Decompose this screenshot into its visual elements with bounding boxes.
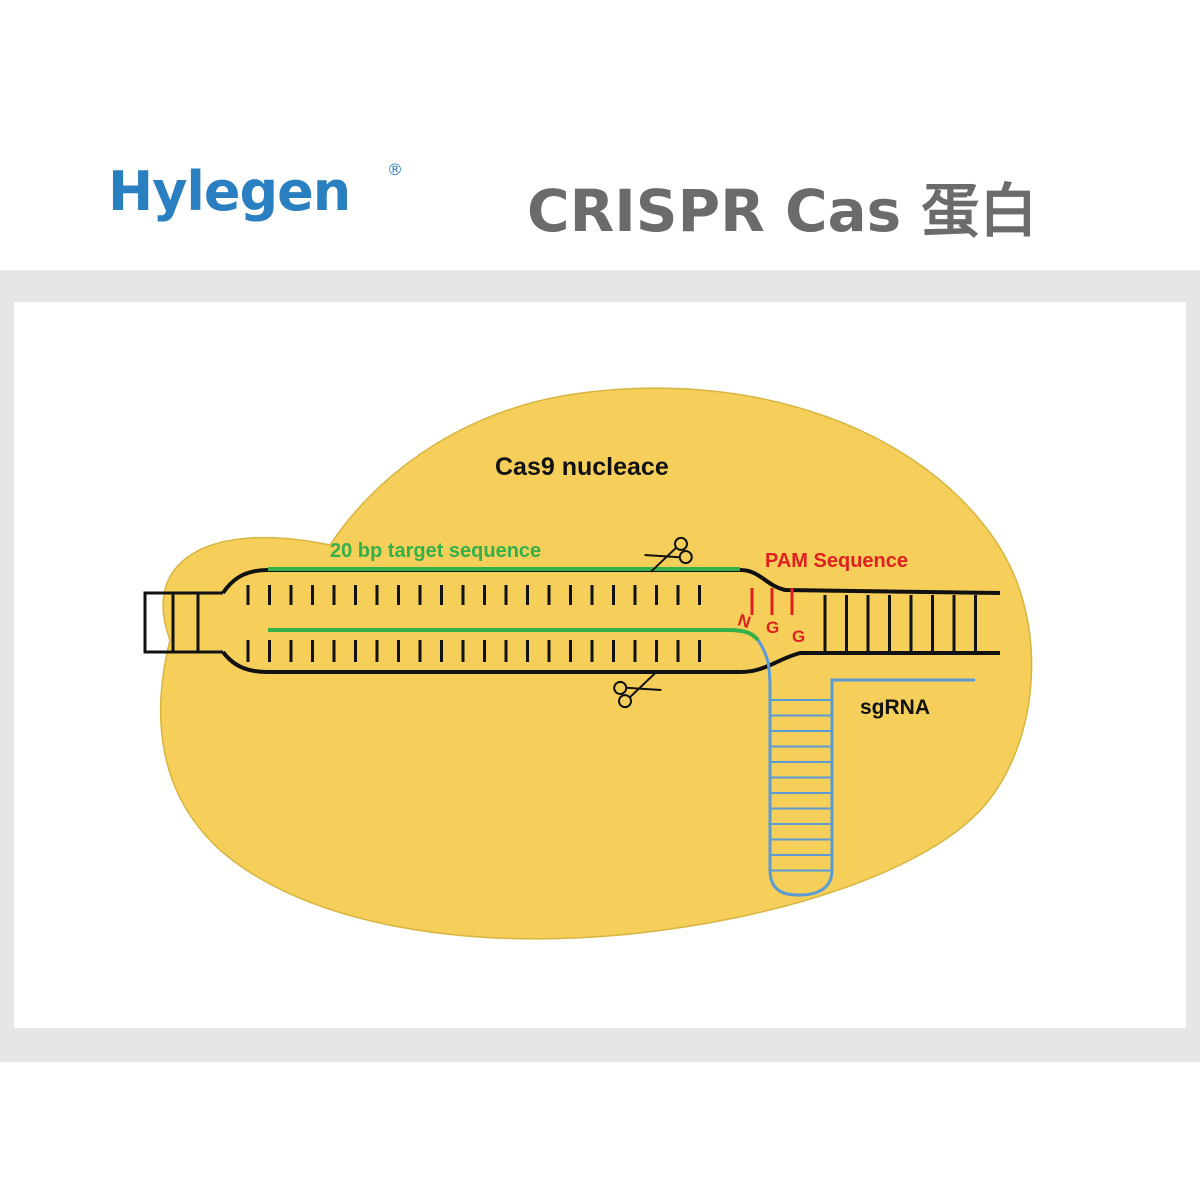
dna-left-end: [143, 591, 223, 654]
scissors-icon: [644, 536, 693, 573]
pam-label: PAM Sequence: [765, 550, 908, 572]
upper-base-pairs: [246, 585, 701, 605]
cas9-protein: [159, 387, 1033, 940]
pam-base-pairs: [750, 588, 794, 615]
sgrna-base-pairs: [770, 699, 832, 872]
right-duplex-base-pairs: [823, 595, 977, 651]
sgrna-label: sgRNA: [860, 696, 930, 719]
pam-base-g1: G: [766, 618, 779, 637]
registered-mark: ®: [387, 160, 403, 179]
dna-lower-strand: [221, 650, 1000, 674]
page-title: CRISPR Cas 蛋白: [527, 177, 1038, 245]
cas9-label: Cas9 nucleace: [495, 453, 669, 481]
brand-logo: Hylegen: [108, 160, 351, 223]
scissors-icon: [613, 672, 662, 709]
pam-base-g2: G: [792, 627, 805, 646]
target-sequence-label: 20 bp target sequence: [330, 540, 541, 562]
pam-base-n: N: [736, 610, 754, 632]
lower-base-pairs: [246, 640, 701, 662]
target-strand-lower: [268, 628, 760, 642]
sgrna-strand: [756, 639, 975, 897]
